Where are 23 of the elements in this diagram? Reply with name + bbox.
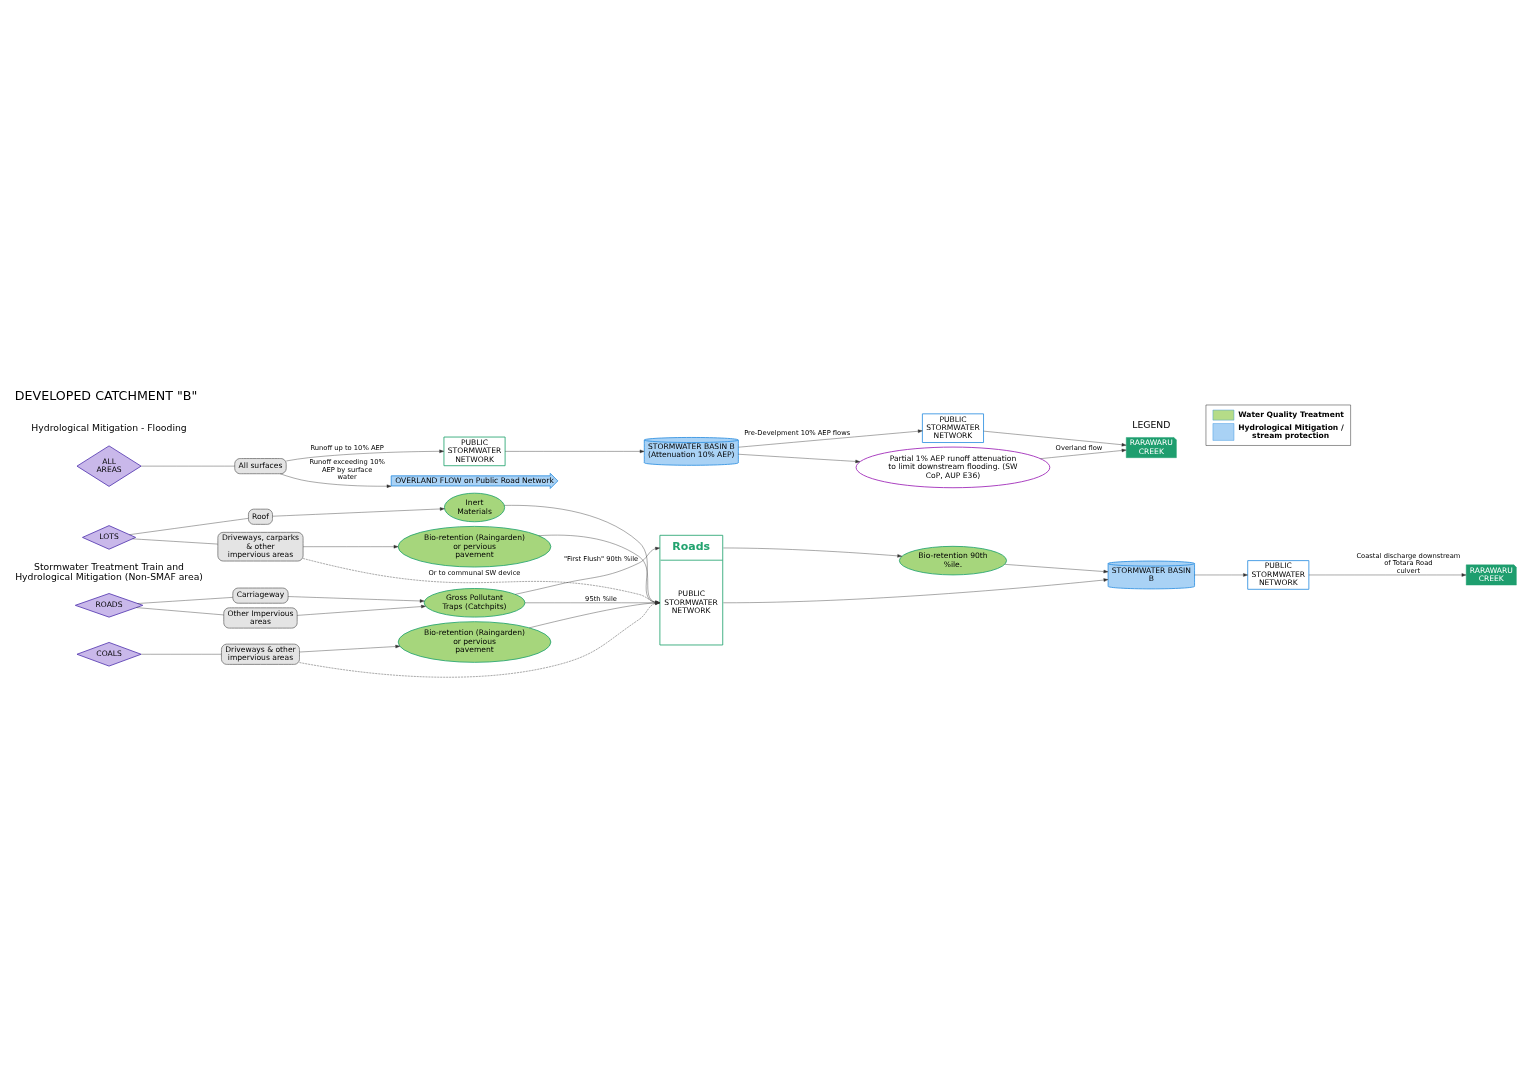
arrow	[738, 454, 861, 464]
label: Hydrological Mitigation - Flooding	[31, 422, 187, 434]
arrow	[1004, 564, 1109, 574]
diagram-title: DEVELOPED CATCHMENT "B"	[14, 387, 198, 403]
arrow	[983, 430, 1127, 447]
arrow	[515, 546, 660, 595]
arrow	[279, 473, 392, 488]
connector	[141, 654, 222, 655]
arrow	[1308, 573, 1467, 577]
arrow	[505, 449, 645, 454]
arrow	[302, 545, 399, 549]
arrow	[272, 507, 445, 517]
arrow	[723, 547, 903, 558]
arrow	[1194, 573, 1248, 577]
arrow	[286, 449, 444, 462]
arrow	[299, 644, 401, 653]
arrow	[296, 604, 426, 616]
arrow	[287, 596, 425, 603]
arrow	[738, 429, 923, 448]
arrow	[1040, 448, 1127, 459]
label: LEGEND	[1132, 418, 1171, 430]
label: Stormwater Treatment Train and Hydrological Mitigation (Non-SMAF area)	[15, 560, 203, 582]
arrow	[723, 578, 1109, 603]
